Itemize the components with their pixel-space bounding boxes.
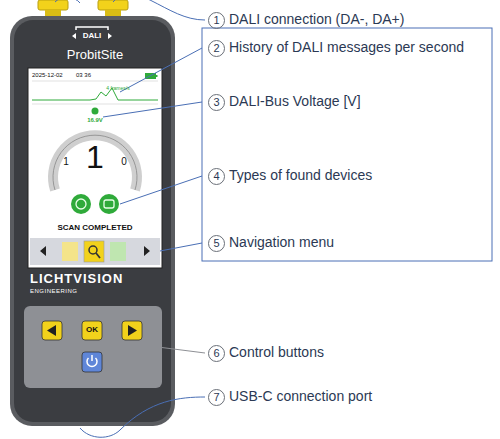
callout-text: History of DALI messages per second (229, 40, 464, 55)
callout-text: DALI connection (DA-, DA+) (229, 12, 404, 27)
screen-date: 2025-12-02 (32, 72, 63, 79)
callout-text: Control buttons (229, 345, 324, 360)
button-label: OK (86, 326, 98, 335)
screen-status: SCAN COMPLETED (57, 224, 132, 233)
screen-frame-rate: 4 frames/s (106, 86, 129, 92)
callout-number: 6 (208, 345, 225, 362)
callout-number: 1 (208, 12, 225, 29)
callout-number: 5 (208, 235, 225, 252)
callout-number: 4 (208, 168, 225, 185)
callout-number: 3 (208, 94, 225, 111)
product-name: ProbitSite (67, 48, 123, 62)
screen-count-left: 1 (63, 156, 69, 167)
screen-voltage: 16.9V (87, 117, 103, 124)
callout-number: 7 (208, 389, 225, 406)
callout-text: DALI-Bus Voltage [V] (229, 94, 361, 109)
brand-subtitle: ENGINEERING (30, 288, 78, 295)
brand-name: LICHTVISION (30, 272, 123, 286)
screen-count-right: 0 (121, 156, 127, 167)
callout-text: Navigation menu (229, 235, 334, 250)
callout-number: 2 (208, 40, 225, 57)
callout-text: USB-C connection port (229, 389, 372, 404)
callout-text: Types of found devices (229, 168, 372, 183)
connector-label: DALI (83, 32, 102, 41)
screen-time: 03 36 (76, 72, 91, 79)
screen-device-count: 1 (86, 140, 104, 175)
